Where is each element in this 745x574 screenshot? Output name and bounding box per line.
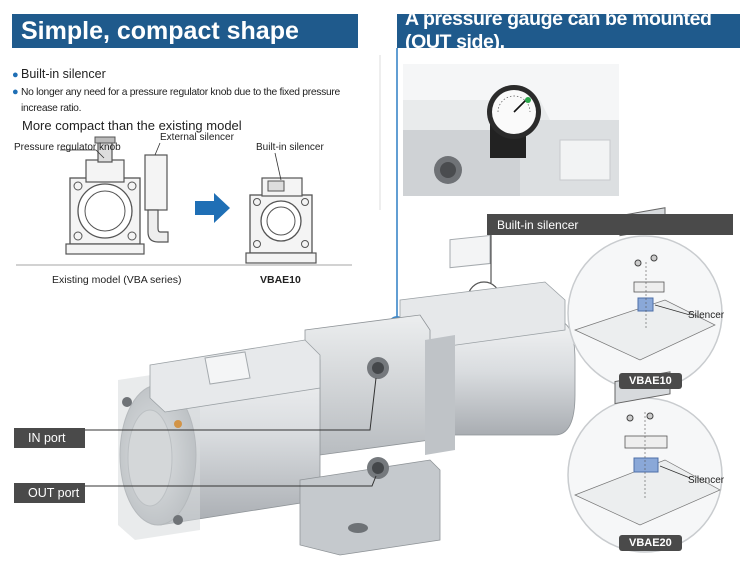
booster-valve-body (118, 234, 576, 556)
existing-model-drawing (65, 136, 169, 255)
vbae10-drawing (245, 177, 317, 264)
silencer-part (633, 457, 659, 473)
label-built-in-silencer-fig: Built-in silencer (256, 142, 324, 153)
detail-circle-vbae10 (567, 207, 723, 391)
bullet-no-knob: ● No longer any need for a pressure regu… (12, 84, 372, 117)
compare-arrow-icon (195, 193, 230, 223)
silencer-part (637, 297, 654, 312)
bullet-text: Built-in silencer (21, 67, 106, 81)
bullet-subtext: More compact than the existing model (22, 118, 242, 133)
comparison-figure (16, 136, 352, 266)
label-vbae10: VBAE10 (260, 274, 301, 286)
detail-circle-vbae20 (567, 371, 723, 553)
bullet-text: No longer any need for a pressure regula… (21, 87, 340, 114)
label-pressure-regulator-knob: Pressure regulator knob (14, 142, 121, 153)
section-title-simple-compact: Simple, compact shape (12, 14, 358, 48)
section-title-pressure-gauge: A pressure gauge can be mounted (OUT sid… (397, 8, 740, 53)
silencer-callout-vbae20: Silencer (688, 475, 725, 486)
bullet-built-in-silencer: ● Built-in silencer (12, 66, 372, 83)
pressure-gauge-photo (403, 64, 619, 196)
label-external-silencer: External silencer (160, 132, 234, 143)
label-existing-model: Existing model (VBA series) (52, 274, 182, 286)
model-badge-vbae20: VBAE20 (619, 535, 682, 551)
in-port-label: IN port (14, 428, 85, 448)
out-port-label: OUT port (14, 483, 85, 503)
silencer-callout-vbae10: Silencer (688, 310, 725, 321)
feature-bullets: ● Built-in silencer ● No longer any need… (12, 66, 372, 135)
model-badge-vbae10: VBAE10 (619, 373, 682, 389)
built-in-silencer-tag: Built-in silencer (487, 214, 733, 235)
bullet-dot-icon: ● (12, 86, 19, 98)
bullet-dot-icon: ● (12, 69, 19, 81)
